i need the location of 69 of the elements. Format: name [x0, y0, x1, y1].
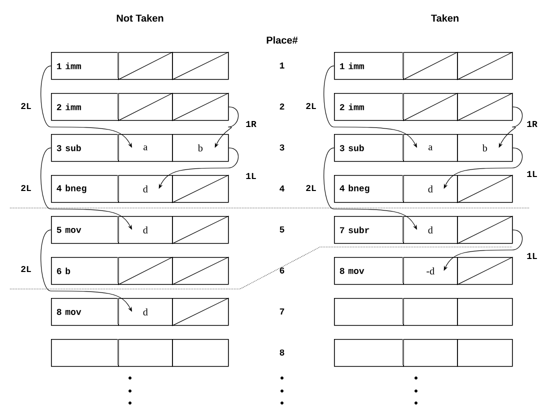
- column-heading: Not Taken: [116, 14, 164, 22]
- instruction-cell: 1 imm: [51, 52, 119, 80]
- operand-cell: d: [403, 216, 458, 244]
- empty-cell: [172, 339, 229, 367]
- operand-cell: a: [118, 134, 173, 162]
- place-number: 6: [280, 267, 284, 274]
- instruction-cell: 7 subr: [334, 216, 404, 244]
- edge-label: 2L: [21, 103, 31, 110]
- slashed-cell: [172, 256, 230, 286]
- empty-cell: [118, 339, 173, 367]
- operand-cell: d: [118, 175, 173, 203]
- empty-cell: [457, 298, 513, 326]
- edge-label: 2L: [21, 266, 31, 272]
- operand-cell: b: [172, 134, 229, 162]
- edge-label: 2L: [306, 185, 316, 192]
- slashed-cell: [172, 92, 230, 122]
- place-number: 2: [280, 104, 284, 110]
- slashed-cell: [456, 92, 514, 122]
- instruction-cell: 8 mov: [334, 257, 404, 285]
- slashed-cell: [456, 216, 514, 244]
- operand-cell: d: [118, 216, 173, 244]
- instruction-cell: 1 imm: [334, 52, 404, 80]
- instruction-cell: 4 bneg: [51, 175, 119, 203]
- place-number: 8: [280, 349, 284, 356]
- edge-label: 1R: [246, 121, 256, 127]
- slashed-cell: [172, 298, 230, 326]
- slashed-cell: [172, 52, 230, 80]
- operand-cell: d: [403, 175, 458, 203]
- place-number: 3: [280, 144, 284, 151]
- operand-cell: d: [118, 298, 173, 326]
- empty-cell: [403, 298, 458, 326]
- edge-label: 1R: [527, 121, 538, 127]
- edge-label: 2L: [21, 185, 31, 192]
- instruction-cell: 6 b: [51, 257, 119, 285]
- operand-cell: -d: [403, 257, 458, 285]
- instruction-cell: 4 bneg: [334, 175, 404, 203]
- column-heading: Taken: [431, 14, 458, 22]
- instruction-cell: 2 imm: [334, 93, 404, 121]
- slashed-cell: [172, 174, 230, 204]
- instruction-cell: 5 mov: [51, 216, 119, 244]
- empty-cell: [403, 339, 458, 367]
- empty-cell: [334, 339, 404, 367]
- instruction-cell: 3 sub: [334, 134, 404, 162]
- place-number: 1: [280, 62, 284, 68]
- edge-label: 2L: [306, 103, 316, 110]
- empty-cell: [334, 298, 404, 326]
- operand-cell: b: [457, 134, 513, 162]
- slashed-cell: [172, 216, 230, 244]
- instruction-cell: 2 imm: [51, 93, 119, 121]
- place-number: 5: [280, 226, 284, 233]
- slashed-cell: [118, 256, 174, 286]
- operand-cell: a: [403, 134, 458, 162]
- slashed-cell: [118, 52, 174, 80]
- column-heading: Place#: [266, 36, 298, 44]
- slashed-cell: [402, 92, 458, 122]
- slashed-cell: [456, 256, 514, 286]
- place-number: 7: [280, 308, 284, 314]
- edge-label: 1L: [246, 173, 256, 179]
- slashed-cell: [118, 92, 174, 122]
- slashed-cell: [402, 52, 458, 80]
- instruction-cell: 8 mov: [51, 298, 119, 326]
- slashed-cell: [456, 174, 514, 204]
- empty-cell: [457, 339, 513, 367]
- edge-label: 1L: [527, 253, 537, 259]
- empty-cell: [51, 339, 119, 367]
- instruction-cell: 3 sub: [51, 134, 119, 162]
- edge-label: 1L: [527, 171, 537, 177]
- place-number: 4: [280, 186, 284, 192]
- slashed-cell: [456, 52, 514, 80]
